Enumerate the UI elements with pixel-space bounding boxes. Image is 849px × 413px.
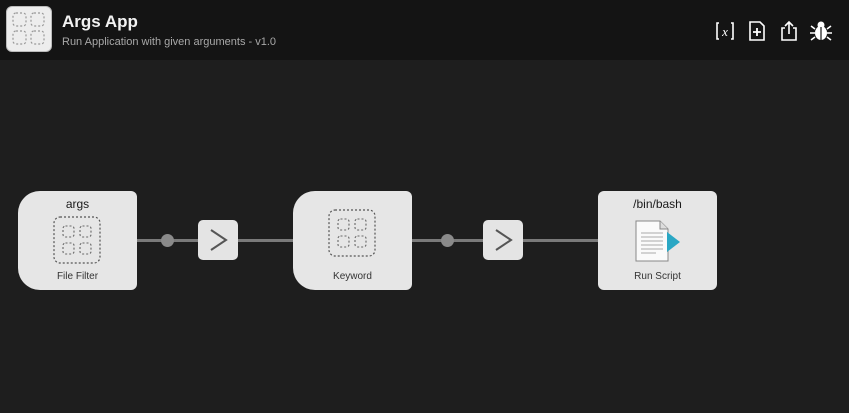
share-icon[interactable] bbox=[778, 20, 800, 42]
connection-dot[interactable] bbox=[441, 234, 454, 247]
app-subtitle: Run Application with given arguments - v… bbox=[62, 36, 277, 48]
workflow-canvas: args File Filter bbox=[0, 60, 849, 413]
node-title: args bbox=[65, 197, 90, 211]
app-header: Args App Run Application with given argu… bbox=[0, 0, 849, 60]
variables-icon[interactable]: x bbox=[714, 20, 736, 42]
grid-placeholder-icon bbox=[328, 209, 376, 257]
node-label: File Filter bbox=[56, 271, 99, 282]
connection-dot[interactable] bbox=[161, 234, 174, 247]
debug-bug-icon[interactable] bbox=[810, 20, 832, 42]
script-document-icon bbox=[634, 219, 682, 267]
app-icon bbox=[6, 6, 52, 52]
grid-placeholder-icon bbox=[53, 216, 101, 264]
svg-text:x: x bbox=[721, 24, 728, 39]
chevron-right-icon bbox=[495, 229, 513, 251]
connection-arrow-button[interactable] bbox=[198, 220, 238, 260]
node-title: /bin/bash bbox=[633, 197, 682, 211]
connection-arrow-button[interactable] bbox=[483, 220, 523, 260]
node-label: Keyword bbox=[333, 271, 372, 282]
chevron-right-icon bbox=[210, 229, 228, 251]
node-label: Run Script bbox=[634, 271, 681, 282]
node-run-script[interactable]: /bin/bash Run Script bbox=[598, 191, 717, 290]
add-icon[interactable] bbox=[746, 20, 768, 42]
node-file-filter[interactable]: args File Filter bbox=[18, 191, 137, 290]
app-title: Args App bbox=[62, 12, 138, 31]
node-keyword[interactable]: Keyword bbox=[293, 191, 412, 290]
